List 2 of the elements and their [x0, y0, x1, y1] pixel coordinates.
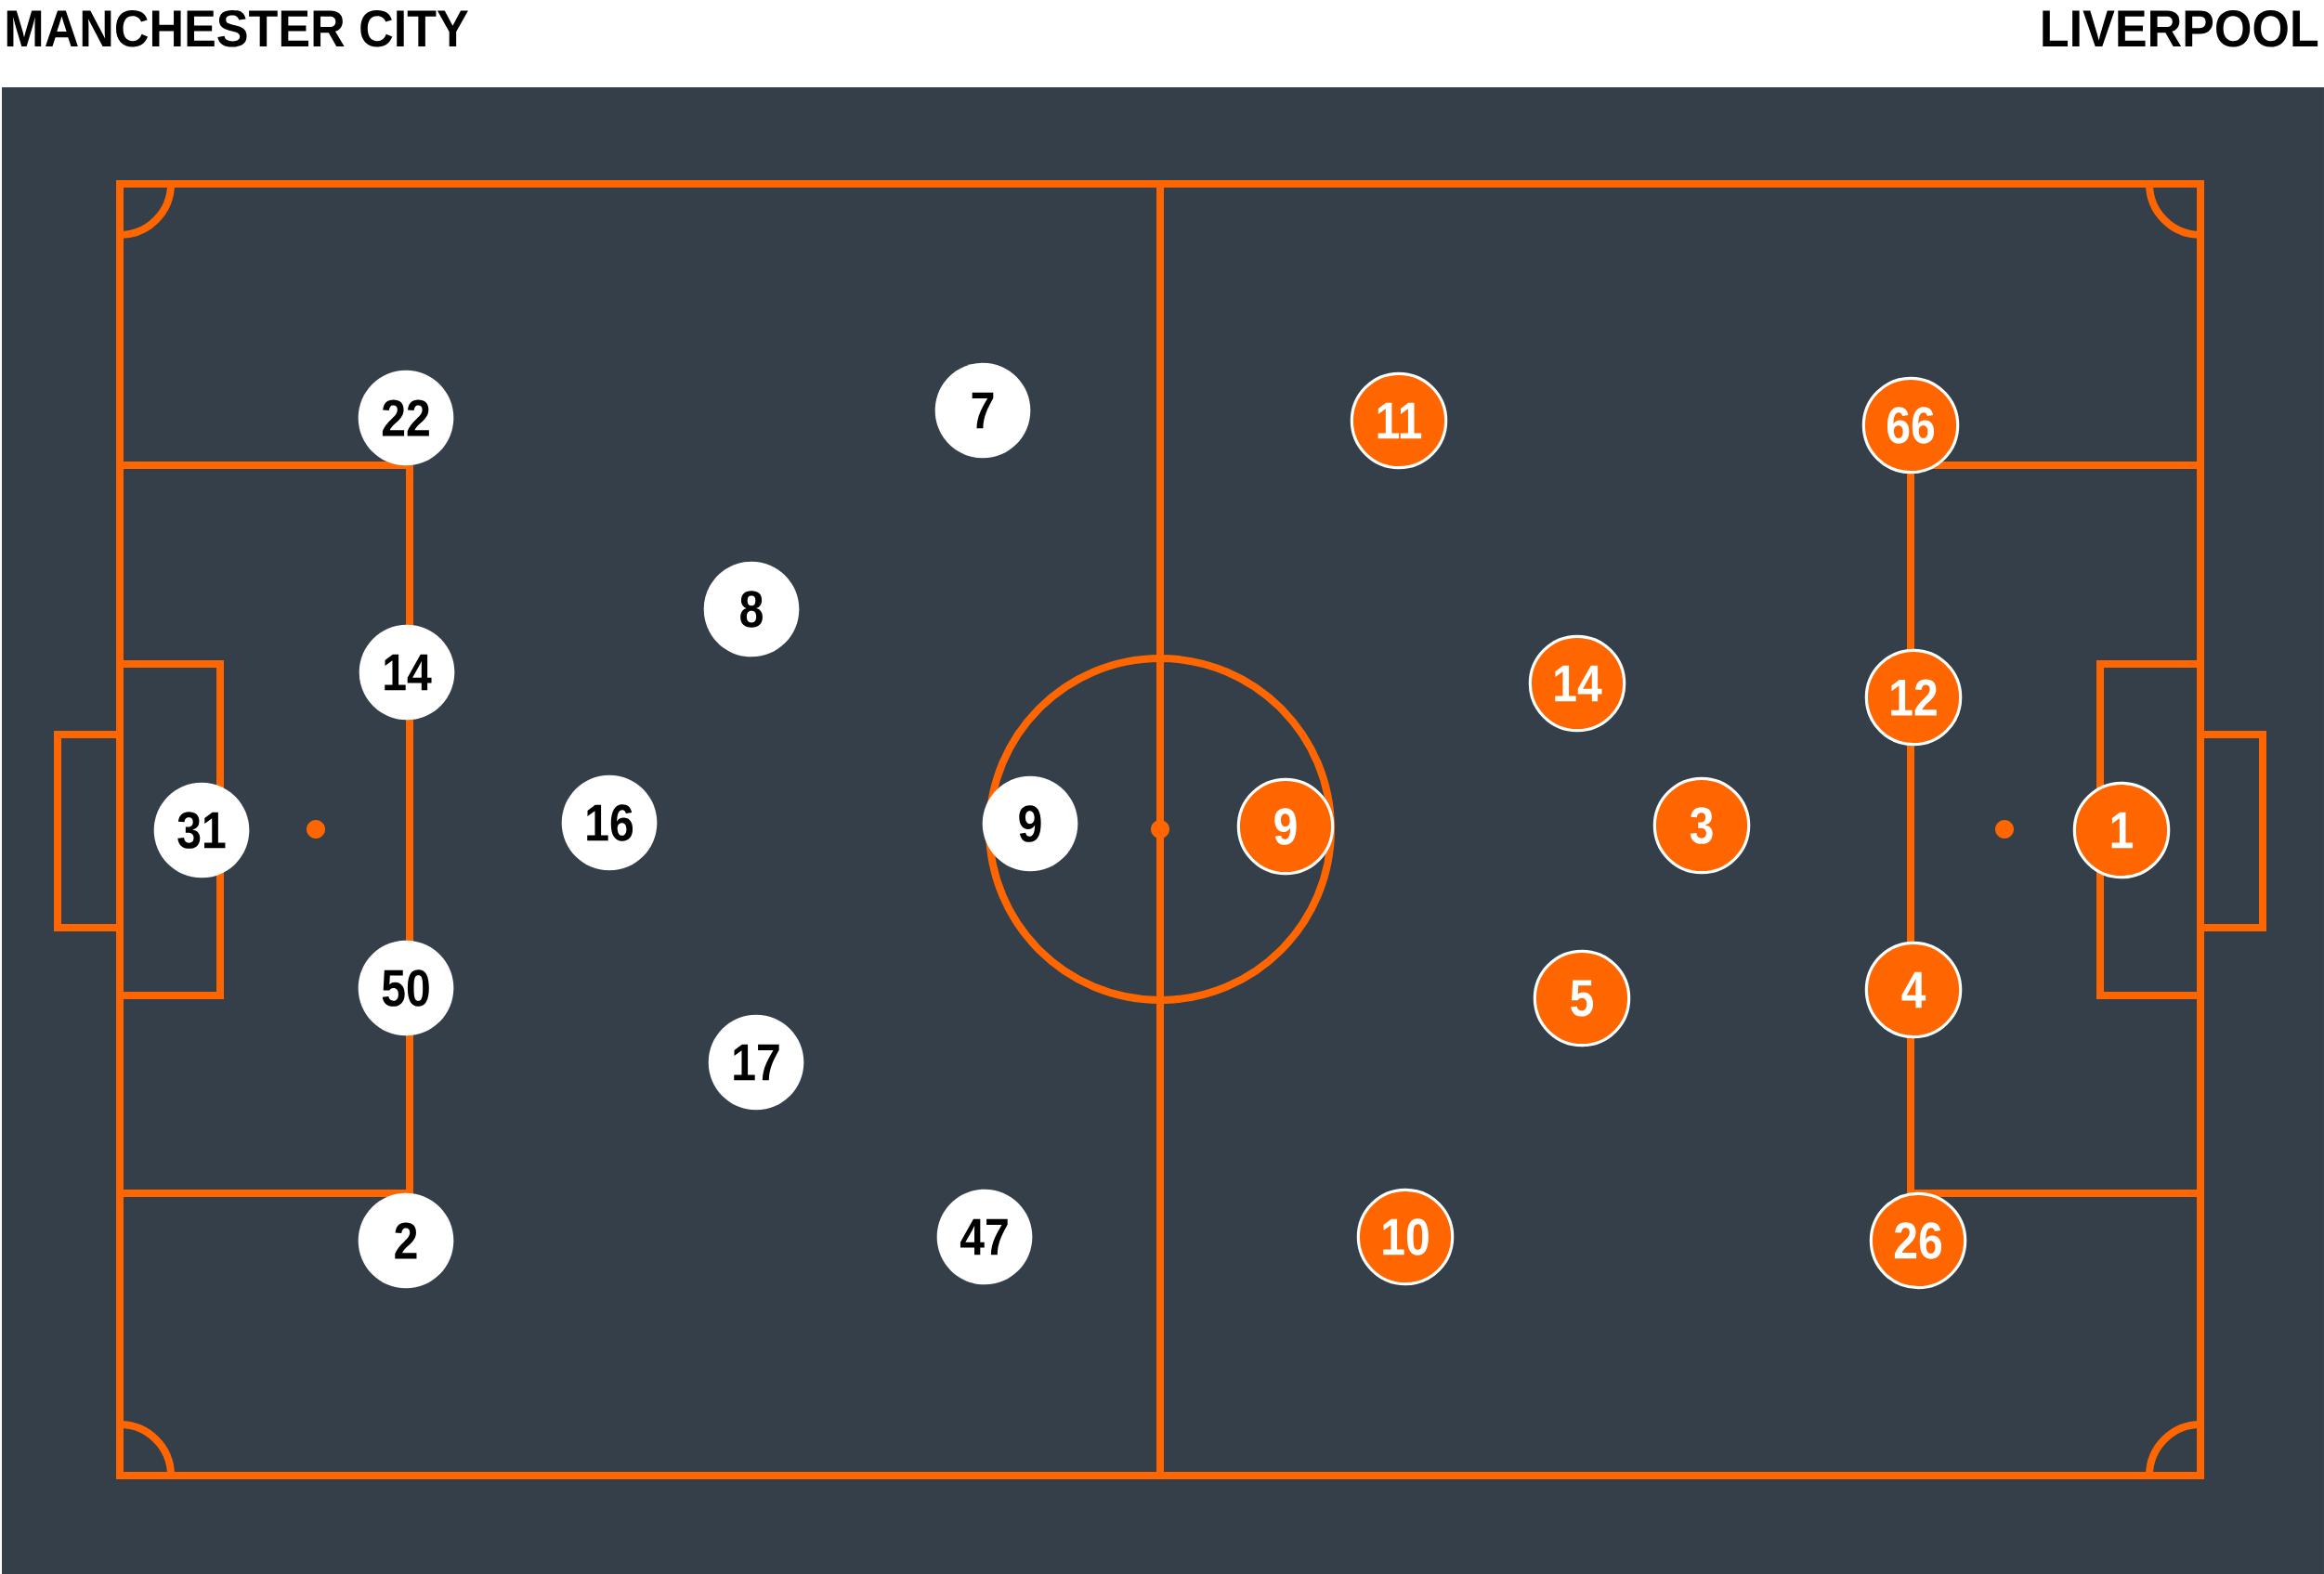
team-name: LIVERPOOL [2043, 9, 2318, 47]
team-name: MANCHESTER CITY [7, 9, 468, 47]
